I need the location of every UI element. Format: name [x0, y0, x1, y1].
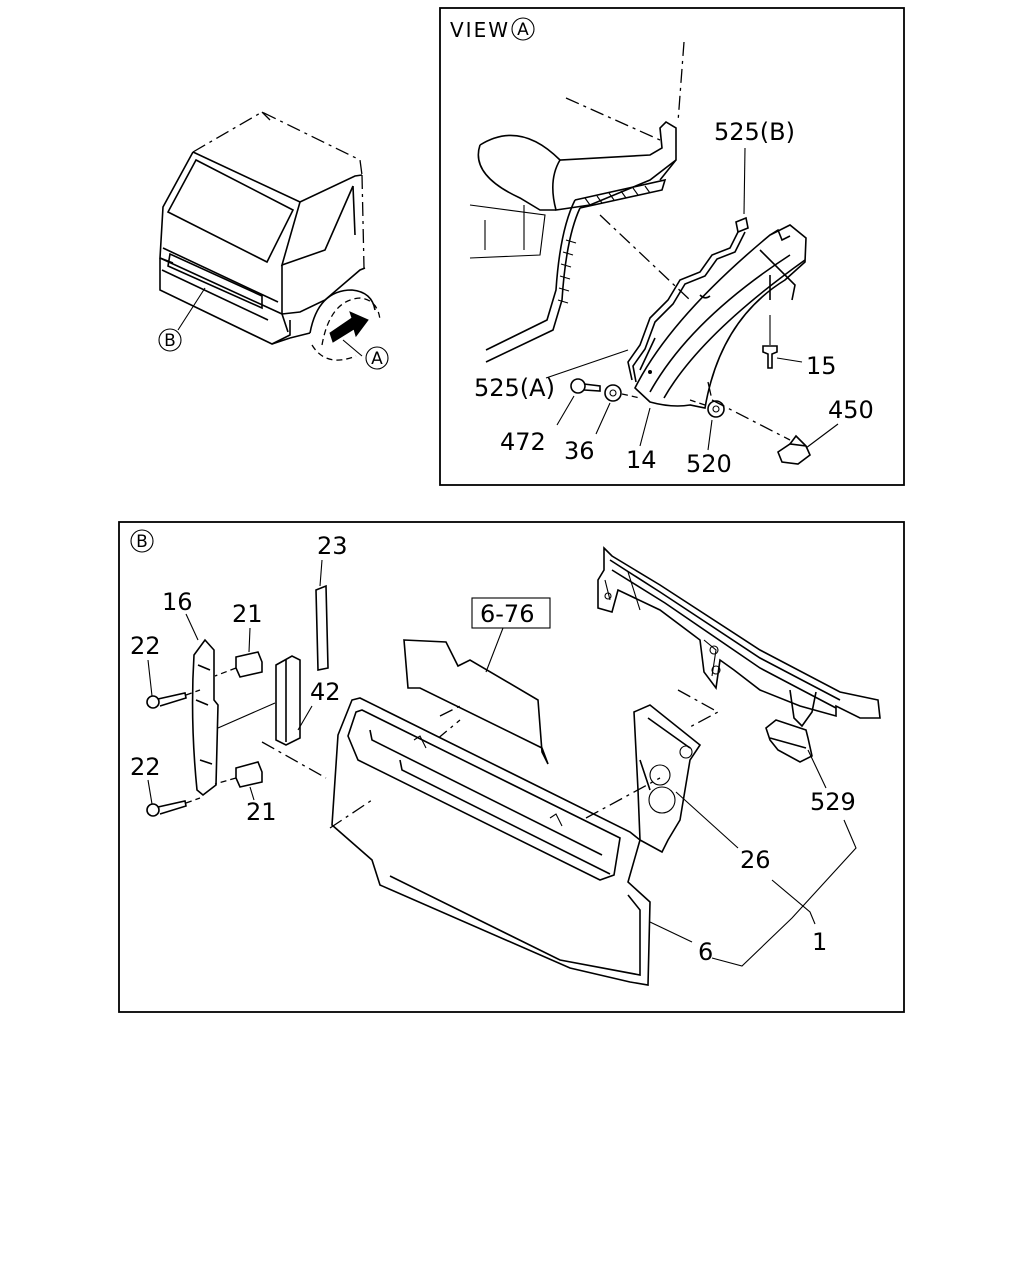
label-22-top: 22 [130, 632, 161, 660]
part-529-bracket-icon [765, 689, 827, 789]
truck-marker-a-label: A [371, 349, 383, 369]
view-arrow-icon [329, 311, 369, 343]
part-21-bottom-clip-icon [214, 761, 263, 801]
view-a-seal-525a [599, 214, 746, 383]
view-a-mudguard-14 [634, 224, 807, 409]
part-22-bottom-screw-icon [146, 779, 201, 817]
view-b-frame [118, 521, 905, 1013]
part-26-bracket-icon [585, 689, 739, 854]
part-6-76-panel-icon [403, 597, 551, 765]
truck-cab-overview [159, 111, 381, 361]
label-26: 26 [740, 846, 771, 874]
label-450: 450 [828, 396, 874, 424]
ref-box-6-76 [471, 597, 551, 629]
label-16: 16 [162, 588, 193, 616]
view-a-body-context [469, 41, 685, 363]
label-21-top: 21 [232, 600, 263, 628]
label-42: 42 [310, 678, 341, 706]
truck-marker-b-label: B [164, 331, 176, 351]
label-15: 15 [806, 352, 837, 380]
label-22-bottom: 22 [130, 753, 161, 781]
part-525b-clip-icon [735, 147, 749, 234]
part-6-front-panel-icon [261, 697, 651, 986]
label-6-76: 6-76 [480, 600, 534, 628]
label-14: 14 [626, 446, 657, 474]
part-1-crossmember-icon [597, 546, 881, 719]
part-16-bracket-icon [185, 613, 219, 797]
label-472: 472 [500, 428, 546, 456]
label-1: 1 [812, 928, 827, 956]
part-520-nut-icon [689, 399, 725, 451]
view-b-marker-label: B [136, 532, 148, 552]
part-450-clip-icon [707, 381, 839, 465]
view-a-title: VIEW [450, 18, 510, 42]
truck-marker-a: A [365, 346, 389, 370]
part-42-seal-icon [217, 655, 313, 746]
label-6: 6 [698, 938, 713, 966]
label-36: 36 [564, 437, 595, 465]
label-529: 529 [810, 788, 856, 816]
part-23-strip-icon [315, 559, 329, 671]
view-b-marker: B [130, 529, 154, 553]
label-520: 520 [686, 450, 732, 478]
view-a-frame [439, 7, 905, 486]
part-22-top-screw-icon [146, 659, 201, 709]
label-525b: 525(B) [714, 118, 795, 146]
label-23: 23 [317, 532, 348, 560]
part-21-top-clip-icon [214, 627, 263, 678]
part-36-washer-icon [595, 384, 641, 435]
part-472-bolt-icon [556, 378, 601, 426]
view-a-marker: A [511, 17, 535, 41]
label-525a: 525(A) [474, 374, 555, 402]
view-a-marker-label: A [517, 20, 529, 40]
part-15-bolt-icon [762, 315, 803, 369]
label-21-bottom: 21 [246, 798, 277, 826]
truck-marker-b: B [158, 328, 182, 352]
